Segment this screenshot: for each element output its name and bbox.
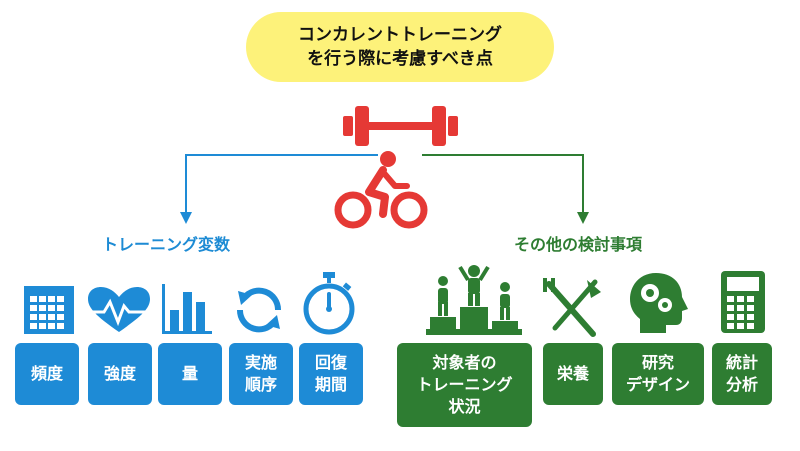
training-variables-heading: トレーニング変数 xyxy=(102,235,231,254)
podium-people-icon xyxy=(426,265,522,335)
nutrition-box: 栄養 xyxy=(543,343,603,405)
research-design-line-1: 研究 xyxy=(641,353,674,372)
dumbbell-icon xyxy=(343,106,458,146)
order-label-line-2: 順序 xyxy=(244,375,277,394)
research-design-line-2: デザイン xyxy=(625,375,690,394)
intensity-box: 強度 xyxy=(88,343,152,405)
title-line-2: を行う際に考慮すべき点 xyxy=(307,49,493,69)
frequency-label: 頻度 xyxy=(30,364,63,383)
cyclist-icon xyxy=(334,151,428,229)
subject-status-line-3: 状況 xyxy=(448,397,481,416)
stopwatch-icon xyxy=(303,272,355,335)
cycle-arrows-icon xyxy=(236,287,282,333)
fork-knife-icon xyxy=(543,278,601,337)
volume-box: 量 xyxy=(158,343,222,405)
intensity-label: 強度 xyxy=(103,364,136,383)
statistical-analysis-box: 統計 分析 xyxy=(712,343,772,405)
order-label-line-1: 実施 xyxy=(244,353,277,372)
bar-chart-icon xyxy=(162,284,212,334)
calculator-icon xyxy=(721,271,765,333)
other-considerations-heading: その他の検討事項 xyxy=(514,235,643,254)
title-line-1: コンカレントトレーニング xyxy=(298,25,502,45)
statistical-analysis-line-2: 分析 xyxy=(725,375,758,394)
order-box: 実施 順序 xyxy=(229,343,293,405)
research-design-box: 研究 デザイン xyxy=(612,343,704,405)
subject-status-line-1: 対象者の xyxy=(432,353,497,372)
subject-status-line-2: トレーニング xyxy=(416,375,513,394)
heart-pulse-icon xyxy=(86,287,152,332)
nutrition-label: 栄養 xyxy=(556,364,589,383)
recovery-label-line-1: 回復 xyxy=(314,353,347,372)
calendar-icon xyxy=(24,286,74,334)
frequency-box: 頻度 xyxy=(15,343,79,405)
recovery-label-line-2: 期間 xyxy=(314,375,347,394)
recovery-box: 回復 期間 xyxy=(299,343,363,405)
diagram-title: コンカレントトレーニング を行う際に考慮すべき点 xyxy=(246,12,554,82)
volume-label: 量 xyxy=(181,364,198,383)
statistical-analysis-line-1: 統計 xyxy=(725,353,758,372)
subject-training-status-box: 対象者の トレーニング 状況 xyxy=(397,343,532,427)
head-gears-icon xyxy=(630,273,688,333)
